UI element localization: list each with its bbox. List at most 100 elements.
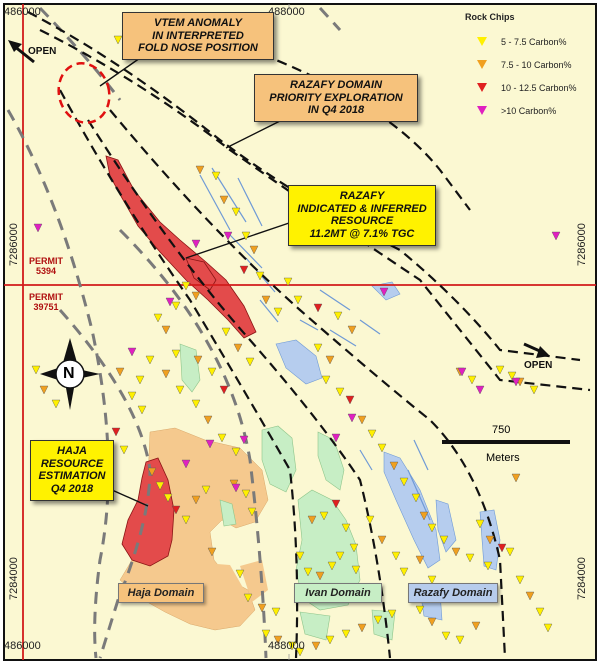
sample-triangle	[161, 369, 171, 379]
haja-callout-line: RESOURCE	[40, 457, 104, 470]
razafy-domain-callout-line: PRIORITY EXPLORATION	[269, 91, 403, 104]
sample-triangle	[171, 301, 181, 311]
sample-triangle	[311, 641, 321, 651]
vtem-callout-line: FOLD NOSE POSITION	[138, 42, 258, 55]
sample-triangle	[325, 635, 335, 645]
sample-triangle	[331, 433, 341, 443]
sample-triangle	[483, 561, 493, 571]
sample-triangle	[391, 551, 401, 561]
sample-triangle	[415, 555, 425, 565]
sample-triangle	[331, 499, 341, 509]
sample-triangle	[111, 427, 121, 437]
sample-triangle	[399, 567, 409, 577]
sample-triangle	[511, 473, 521, 483]
sample-triangle	[497, 543, 507, 553]
sample-triangle	[399, 477, 409, 487]
sample-triangle	[465, 553, 475, 563]
sample-triangle	[161, 325, 171, 335]
coord-left-upper: 7286000	[8, 223, 20, 266]
triangle-icon	[477, 83, 487, 92]
razafy-domain-label: Razafy Domain	[408, 583, 498, 603]
sample-triangle	[427, 617, 437, 627]
sample-triangle	[543, 623, 553, 633]
sample-triangle	[195, 165, 205, 175]
sample-triangle	[191, 399, 201, 409]
sample-triangle	[191, 495, 201, 505]
permit-39751: PERMIT 39751	[24, 292, 68, 313]
sample-triangle	[451, 547, 461, 557]
sample-triangle	[377, 535, 387, 545]
sample-triangle	[515, 575, 525, 585]
open-label-northwest: OPEN	[28, 46, 57, 57]
vtem-callout-line: IN INTERPRETED	[152, 29, 244, 42]
sample-triangle	[175, 385, 185, 395]
sample-triangle	[193, 355, 203, 365]
sample-triangle	[335, 551, 345, 561]
sample-triangle	[217, 433, 227, 443]
legend-title: Rock Chips	[465, 12, 515, 22]
razafy-domain-callout: RAZAFY DOMAIN PRIORITY EXPLORATION IN Q4…	[254, 74, 418, 122]
scale-unit: Meters	[486, 452, 520, 464]
vtem-callout: VTEM ANOMALY IN INTERPRETED FOLD NOSE PO…	[122, 12, 274, 60]
sample-triangle	[535, 607, 545, 617]
vtem-callout-line: VTEM ANOMALY	[154, 17, 242, 29]
north-arrow	[40, 338, 100, 410]
razafy-resource-callout: RAZAFY INDICATED & INFERRED RESOURCE 11.…	[288, 185, 436, 246]
sample-triangle	[333, 311, 343, 321]
sample-triangle	[273, 635, 283, 645]
sample-triangle	[235, 569, 245, 579]
coord-right-upper: 7286000	[576, 223, 588, 266]
sample-triangle	[127, 391, 137, 401]
sample-triangle	[257, 603, 267, 613]
callout-leaders	[99, 57, 293, 507]
sample-triangle	[245, 357, 255, 367]
sample-triangle	[33, 223, 43, 233]
sample-triangle	[427, 523, 437, 533]
sample-triangle	[239, 435, 249, 445]
coord-bottom-left: 486000	[4, 640, 41, 652]
open-label-east: OPEN	[524, 360, 553, 371]
razafy-resource-callout-line: RAZAFY	[339, 190, 385, 202]
sample-triangle	[191, 239, 201, 249]
razafy-domain-callout-line: RAZAFY DOMAIN	[289, 79, 383, 91]
sample-triangle	[367, 429, 377, 439]
sample-triangle	[119, 445, 129, 455]
legend-item-label: 7.5 - 10 Carbon%	[501, 59, 572, 70]
sample-triangle	[135, 375, 145, 385]
sample-triangle	[551, 231, 561, 241]
coord-right-lower: 7284000	[576, 557, 588, 600]
sample-triangle	[357, 415, 367, 425]
sample-triangle	[319, 511, 329, 521]
sample-triangle	[153, 313, 163, 323]
sample-triangle	[181, 459, 191, 469]
razafy-resource-callout-line: 11.2MT @ 7.1% TGC	[309, 227, 415, 240]
sample-triangle	[389, 461, 399, 471]
sample-triangle	[181, 515, 191, 525]
sample-triangle	[283, 277, 293, 287]
haja-callout-line: Q4 2018	[50, 482, 94, 495]
sample-triangle	[387, 609, 397, 619]
sample-triangle	[51, 399, 61, 409]
sample-triangle	[181, 281, 191, 291]
sample-triangle	[205, 439, 215, 449]
rock-chip-legend: Rock Chips 5 - 7.5 Carbon% 7.5 - 10 Carb…	[465, 12, 590, 122]
coord-bottom-mid: 488000	[268, 640, 305, 652]
sample-triangle	[349, 543, 359, 553]
sample-triangle	[171, 505, 181, 515]
sample-triangle	[525, 591, 535, 601]
razafy-resource-callout-line: INDICATED & INFERRED	[297, 202, 427, 215]
sample-triangle	[511, 377, 521, 387]
ivan-domain-area-5	[219, 499, 237, 527]
sample-triangle	[39, 385, 49, 395]
razafy-resource-callout-line: RESOURCE	[330, 215, 394, 228]
permit-upper-number: 5394	[35, 266, 57, 277]
sample-triangle	[191, 291, 201, 301]
sample-triangle	[171, 349, 181, 359]
sample-triangle	[201, 485, 211, 495]
haja-callout: HAJA RESOURCE ESTIMATION Q4 2018	[30, 440, 114, 501]
haja-domain-label: Haja Domain	[118, 583, 204, 603]
sample-triangle	[373, 615, 383, 625]
sample-triangle	[303, 567, 313, 577]
sample-triangle	[365, 515, 375, 525]
